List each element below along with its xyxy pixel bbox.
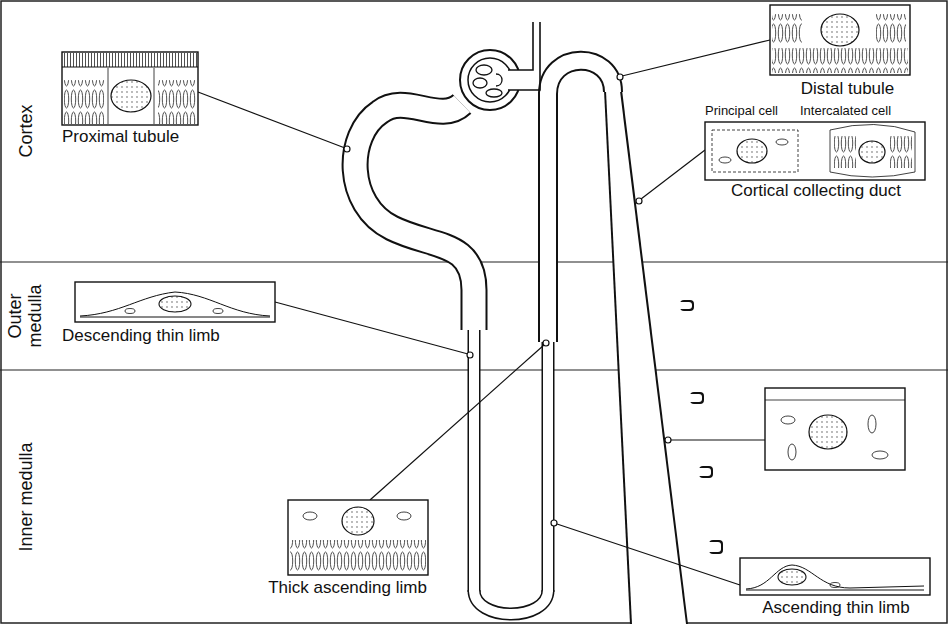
leader-line [198,40,770,585]
picture-space [688,119,944,181]
cell-panel: Distal tubule [770,5,925,99]
segment-caption: Descending thin limb [62,326,277,346]
collecting-duct-cells [705,122,925,180]
segment-caption: Distal tubule [770,79,925,99]
segment-caption: Thick ascending limb [240,578,455,598]
region-label: Cortex [16,31,38,231]
picture-space [62,282,277,326]
glomerulus [460,22,540,110]
picture-space [240,500,455,578]
cell-type-label: Intercalated cell [800,102,891,119]
segment-caption: Proximal tubule [62,127,242,147]
cell-panel: Thick ascending limb [240,500,455,598]
picture-space [770,5,925,79]
inner-medullary-duct-cell [765,388,905,470]
cell-type-row: Principal cell Intercalated cell [688,102,944,119]
proximal-cell [62,52,198,125]
cell-panel: Descending thin limb [62,282,277,346]
picture-space [730,558,942,598]
picture-space [62,52,242,127]
segment-caption: Ascending thin limb [730,598,942,618]
ascending-thin-cell [740,558,930,595]
cell-panel: Principal cell Intercalated cellCortical … [688,102,944,201]
cell-panel: Ascending thin limb [730,558,942,618]
segment-caption: Cortical collecting duct [688,181,944,201]
cell-type-label: Principal cell [705,102,778,119]
region-label: Inner medulla [16,382,38,612]
descending-thin-cell [75,282,275,322]
distal-cell [770,5,910,75]
thick-ascending-cell [288,500,428,575]
cell-panel: Proximal tubule [62,52,242,147]
region-label: Outer medulla [5,266,49,366]
